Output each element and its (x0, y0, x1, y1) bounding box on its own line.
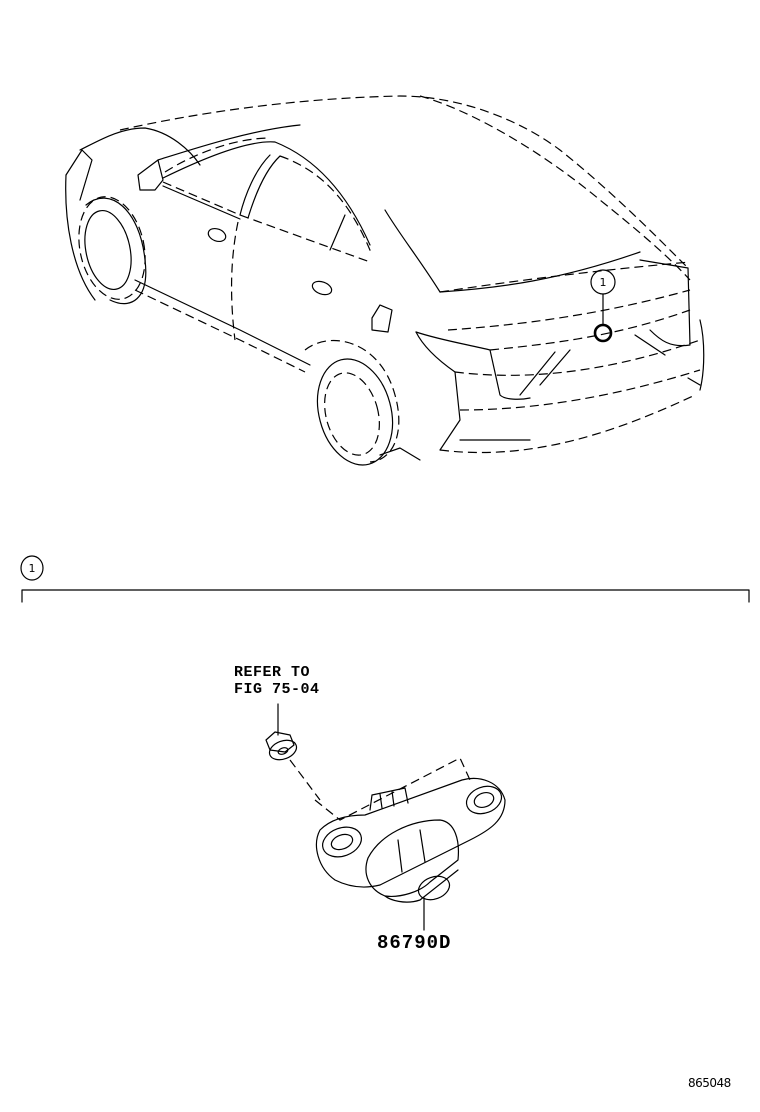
vehicle-callout-1[interactable] (590, 269, 616, 343)
illustration-code: 865048 (688, 1076, 731, 1090)
part-number-label[interactable]: 86790D (377, 932, 452, 954)
section-callout-bubble (20, 555, 44, 581)
rear-camera-illustration[interactable] (314, 757, 506, 931)
bolt-illustration[interactable] (265, 703, 321, 801)
camera-location-marker (593, 323, 613, 343)
section-bracket (21, 589, 750, 603)
reference-note-line1: REFER TO (234, 664, 311, 681)
reference-note-line2: FIG 75-04 (234, 681, 320, 698)
section-header (20, 555, 750, 603)
reference-note: REFER TO FIG 75-04 (234, 664, 320, 698)
car-illustration (65, 95, 705, 466)
callout-bubble (590, 269, 616, 295)
